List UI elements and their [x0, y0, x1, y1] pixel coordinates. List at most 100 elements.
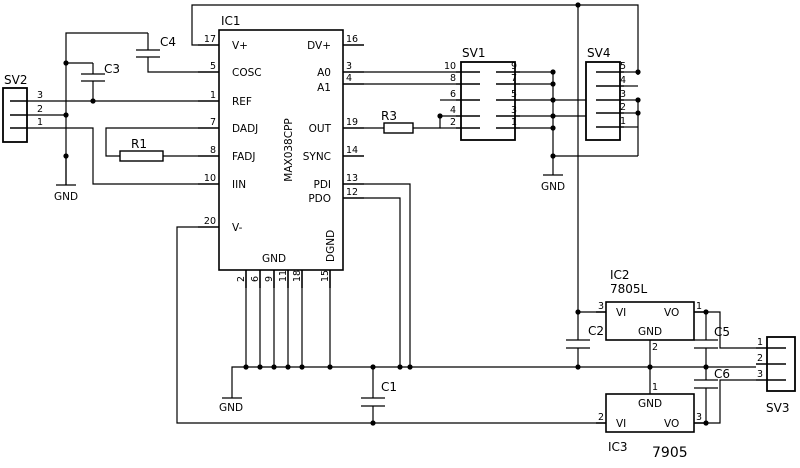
- ic2-part: 7805L: [610, 282, 648, 296]
- ic3-pin-num: 2: [598, 412, 604, 423]
- ic2-vi: VI: [616, 307, 626, 319]
- ic1-pin-num: 19: [346, 117, 358, 128]
- ic1-pin-label: V-: [232, 222, 243, 234]
- sv2-pin-num: 3: [37, 90, 43, 101]
- sv1-pin-num: 1: [511, 117, 517, 128]
- ic3-part: 7905: [652, 445, 688, 461]
- ic1-gnd-label: GND: [262, 253, 286, 265]
- ic3-pin-num: 3: [696, 412, 702, 423]
- sv3-label: SV3: [766, 401, 789, 415]
- connector-sv1: SV1 10 8 6 4 2 9 7 5 3 1: [444, 46, 520, 141]
- ic2-body: [605, 301, 695, 341]
- regulator-ic2: IC2 7805L VI VO GND 3 1 2: [596, 268, 706, 353]
- sv1-pin-num: 8: [450, 73, 456, 84]
- ic3-pin-num: 1: [652, 382, 658, 393]
- c6-label: C6: [714, 367, 730, 381]
- ic1-pin-num: 6: [250, 276, 261, 282]
- ic1-pin-label: DV+: [307, 40, 331, 52]
- sv1-pin-num: 7: [511, 73, 517, 84]
- ic1-pin-num: 8: [210, 145, 216, 156]
- ic1-pin-label: COSC: [232, 67, 262, 79]
- ic1-pin-label: PDI: [313, 179, 331, 191]
- ic1-pin-label: V+: [232, 40, 248, 52]
- ic1-pin-num: 13: [346, 173, 358, 184]
- sv1-pin-num: 2: [450, 117, 456, 128]
- resistor-r3: R3: [381, 109, 414, 134]
- ic1-pin-num: 2: [236, 276, 247, 282]
- ic2-vo: VO: [664, 307, 679, 319]
- c4-label: C4: [160, 35, 176, 49]
- gnd-label: GND: [541, 181, 565, 193]
- ic1-pin-num: 3: [346, 61, 352, 72]
- ic1-dgnd-label: DGND: [325, 230, 337, 262]
- ic1-pin-num: 11: [278, 270, 289, 282]
- resistor-r1: R1: [119, 137, 164, 162]
- ic1-pin-num: 4: [346, 73, 352, 84]
- c3-label: C3: [104, 62, 120, 76]
- ic1-pin-num: 5: [210, 61, 216, 72]
- ic3-ref: IC3: [608, 440, 628, 454]
- ic1-pin-label: IIN: [232, 179, 246, 191]
- wires-right: [364, 5, 639, 367]
- gnd-symbol-bottom: GND: [219, 397, 243, 414]
- ic1-body: [218, 29, 344, 271]
- c5-label: C5: [714, 325, 730, 339]
- ic1-pin-label: OUT: [309, 123, 332, 135]
- ic1-pin-num: 7: [210, 117, 216, 128]
- ic3-body: [605, 393, 695, 433]
- junctions: [63, 2, 709, 426]
- sv1-pin-num: 5: [511, 89, 517, 100]
- sv3-pin-num: 2: [757, 353, 763, 364]
- ic1-pin-num: 10: [204, 173, 216, 184]
- ic1-pin-label: PDO: [308, 193, 331, 205]
- ic1-part: MAX038CPP: [283, 118, 295, 181]
- c1-label: C1: [381, 380, 397, 394]
- sv4-label: SV4: [587, 46, 610, 60]
- sv3-pin-num: 3: [757, 369, 763, 380]
- r1-label: R1: [131, 137, 147, 151]
- sv1-pin-num: 6: [450, 89, 456, 100]
- capacitor-c1: C1: [361, 380, 397, 407]
- connector-sv2: SV2 3 2 1: [2, 73, 43, 143]
- sv2-label: SV2: [4, 73, 27, 87]
- gnd-label: GND: [219, 402, 243, 414]
- capacitor-c3: C3: [81, 62, 120, 82]
- ic2-pin-num: 3: [598, 301, 604, 312]
- ic1: IC1 MAX038CPP 17 5 1 7 8 10 20 V+ COSC R…: [198, 14, 364, 288]
- sv1-pin-num: 3: [511, 105, 517, 116]
- ic1-pin-label: A1: [317, 82, 331, 94]
- ic1-pin-num: 16: [346, 34, 358, 45]
- ic3-vi: VI: [616, 418, 626, 430]
- sv4-pin-num: 5: [620, 61, 626, 72]
- ic1-pin-label: DADJ: [232, 123, 258, 135]
- sv2-pin-num: 1: [37, 117, 43, 128]
- ic1-pin-label: FADJ: [232, 151, 255, 163]
- sv4-pin-num: 4: [620, 75, 626, 86]
- sv3-pin-num: 1: [757, 337, 763, 348]
- capacitor-c6: C6: [694, 367, 730, 389]
- sv2-pin-num: 2: [37, 104, 43, 115]
- sv1-pin-num: 9: [511, 61, 517, 72]
- ic2-ref: IC2: [610, 268, 630, 282]
- ic1-pin-num: 12: [346, 187, 358, 198]
- ic1-pin-num: 17: [204, 34, 216, 45]
- regulator-ic3: VI VO GND 2 3 1 IC3 7905: [596, 382, 706, 461]
- ic3-gnd: GND: [638, 398, 662, 410]
- ic3-vo: VO: [664, 418, 679, 430]
- connector-sv4: SV4 5 4 3 2 1: [585, 46, 626, 141]
- sv4-pin-num: 3: [620, 89, 626, 100]
- sv1-label: SV1: [462, 46, 485, 60]
- ic1-ref: IC1: [221, 14, 241, 28]
- ic1-pin-num: 15: [320, 270, 331, 282]
- ic1-pin-label: SYNC: [303, 151, 331, 163]
- sv1-pin-num: 10: [444, 61, 456, 72]
- gnd-label: GND: [54, 191, 78, 203]
- sv4-pin-num: 2: [620, 102, 626, 113]
- capacitor-c4: C4: [136, 35, 176, 58]
- ground-bus: [231, 288, 756, 423]
- r3-label: R3: [381, 109, 397, 123]
- ic2-gnd: GND: [638, 326, 662, 338]
- gnd-symbol-middle: GND: [541, 174, 565, 193]
- ic1-pin-num: 9: [264, 276, 275, 282]
- c2-label: C2: [588, 324, 604, 338]
